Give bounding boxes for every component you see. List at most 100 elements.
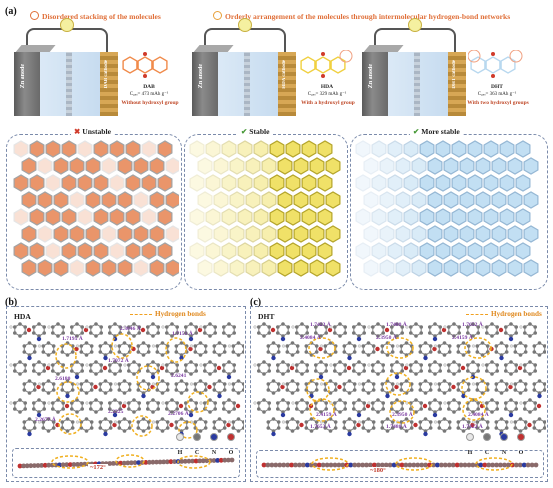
molecule-ring: [301, 174, 317, 192]
molecule-ring: [237, 208, 253, 226]
molecule-ring: [379, 191, 395, 209]
zn-anode: [14, 52, 40, 116]
molecule-ring: [507, 191, 523, 209]
molecule-ring: [261, 259, 277, 277]
molecule-ring: [253, 208, 269, 226]
molecule-ring: [229, 191, 245, 209]
molecule-ring: [101, 259, 117, 277]
molecule-ring: [309, 157, 325, 175]
atom-legend: H C N O: [176, 433, 240, 459]
molecule-ring: [13, 208, 29, 226]
molecule-ring: [157, 242, 173, 260]
molecule-ring: [261, 157, 277, 175]
hbond-ellipse: [111, 333, 133, 359]
molecule-ring: [21, 191, 37, 209]
distance-label: 2.4084 Å: [468, 412, 489, 418]
panel-b-label: (b): [5, 297, 18, 308]
distance-label: 1.7422 Å: [462, 424, 483, 430]
molecule-ring: [21, 225, 37, 243]
molecule-ring: [93, 174, 109, 192]
hbond-ellipse: [389, 400, 415, 424]
molecule-ring: [285, 140, 301, 158]
hbond-ellipse: [178, 421, 198, 439]
molecule-ring: [133, 157, 149, 175]
dht-packing-box: [350, 134, 548, 290]
molecule-ring: [387, 242, 403, 260]
molecule-ring: [317, 174, 333, 192]
distance-label: 2.2677 Å: [35, 417, 56, 423]
molecule-ring: [475, 157, 491, 175]
molecule-ring: [189, 174, 205, 192]
molecule-ring: [419, 208, 435, 226]
molecule-ring: [285, 174, 301, 192]
molecule-ring: [37, 157, 53, 175]
molecule-ring: [29, 174, 45, 192]
hda-side-view: [17, 454, 235, 469]
atom-h: H: [466, 433, 474, 459]
molecule-ring: [277, 259, 293, 277]
molecule-ring: [459, 157, 475, 175]
distance-label: 2.4159 Å: [452, 335, 473, 341]
molecule-capacity: C₀ₑₒ= 473 mAh g⁻¹: [129, 92, 169, 97]
distance-label: 1.7480 Å: [386, 424, 407, 430]
distance-label: 2.3950 Å: [376, 335, 397, 341]
molecule-ring: [499, 140, 515, 158]
molecule-ring: [45, 140, 61, 158]
molecule-ring: [165, 157, 181, 175]
molecule-ring: [355, 140, 371, 158]
hbond-ellipse: [306, 378, 330, 402]
molecule-ring: [269, 208, 285, 226]
status-stable: ✔ Stable: [238, 127, 273, 136]
molecule-ring: [395, 225, 411, 243]
molecule-ring: [85, 225, 101, 243]
molecule-ring: [523, 259, 539, 277]
battery-icon: Zn anode DHT cathode: [362, 18, 482, 120]
molecule-ring: [387, 208, 403, 226]
dht-side-view-box: [256, 450, 544, 478]
molecule-ring: [499, 208, 515, 226]
separator: [244, 52, 250, 116]
zn-anode: [192, 52, 218, 116]
separator: [414, 52, 420, 116]
atom-ball-icon: [466, 433, 474, 441]
molecule-ring: [213, 191, 229, 209]
atom-ball-icon: [176, 433, 184, 441]
molecule-ring: [451, 208, 467, 226]
molecule-name: DHT: [491, 84, 503, 90]
anode-label: Zn anode: [198, 64, 204, 89]
molecule-ring: [483, 140, 499, 158]
molecule-ring: [443, 259, 459, 277]
distance-label: 1.7653 Å: [310, 424, 331, 430]
molecule-ring: [419, 242, 435, 260]
molecule-ring: [371, 242, 387, 260]
molecule-ring: [523, 191, 539, 209]
cathode-label: DAB cathode: [104, 60, 109, 89]
molecule-ring: [459, 225, 475, 243]
molecule-ring: [141, 242, 157, 260]
molecule-ring: [85, 157, 101, 175]
molecule-ring: [125, 208, 141, 226]
atom-o: O: [227, 433, 235, 459]
molecule-ring: [451, 242, 467, 260]
molecule-description: Without hydroxyl group: [121, 100, 179, 106]
molecule-ring: [69, 225, 85, 243]
molecule-ring: [483, 208, 499, 226]
molecule-ring: [221, 242, 237, 260]
hda-hbond-legend: Hydrogen bonds: [130, 310, 206, 318]
light-bulb-icon: [238, 18, 252, 32]
distance-label: 1.7423 Å: [310, 322, 331, 328]
dht-crystal-structure: [253, 322, 546, 437]
atom-c: C: [193, 433, 201, 459]
angle-label: ~172°: [88, 464, 108, 471]
molecule-ring: [363, 191, 379, 209]
molecule-ring: [427, 225, 443, 243]
battery-icon: Zn anode HDA cathode: [192, 18, 312, 120]
molecule-ring: [325, 225, 341, 243]
hbond-ellipse: [136, 365, 160, 391]
hda-packing-box: [184, 134, 348, 290]
molecule-ring: [149, 225, 165, 243]
dht-title: DHT: [258, 312, 275, 321]
molecule-ring: [245, 191, 261, 209]
molecule-ring: [149, 191, 165, 209]
molecule-ring: [411, 259, 427, 277]
